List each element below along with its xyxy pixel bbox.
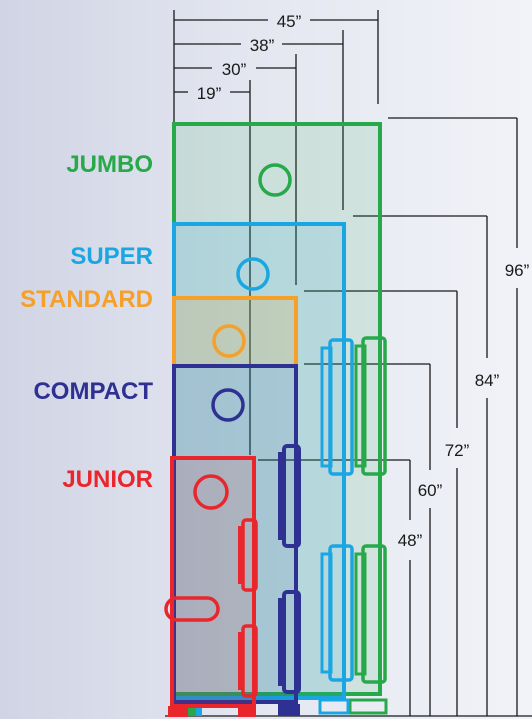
junior-side-handle <box>164 596 220 622</box>
junior-skid-right <box>238 706 256 717</box>
width-30-label: 30” <box>222 60 247 79</box>
jumbo-port-icon <box>258 163 292 197</box>
jumbo-label: JUMBO <box>66 151 153 178</box>
junior-unit <box>164 456 258 717</box>
width-45-label: 45” <box>277 12 302 31</box>
height-84-label: 84” <box>475 371 500 390</box>
compact-label: COMPACT <box>33 378 153 405</box>
standard-port-icon <box>212 324 246 358</box>
height-96-label: 96” <box>505 261 530 280</box>
super-port-icon <box>236 257 270 291</box>
jumbo-skid <box>348 698 388 715</box>
compact-skid <box>278 704 300 716</box>
super-skid <box>318 698 350 715</box>
height-60-label: 60” <box>418 481 443 500</box>
height-72-label: 72” <box>445 441 470 460</box>
junior-label: JUNIOR <box>62 466 153 493</box>
width-38-label: 38” <box>250 36 275 55</box>
height-48-label: 48” <box>398 531 423 550</box>
standard-label: STANDARD <box>20 286 153 313</box>
compact-unit <box>172 364 301 716</box>
width-19-label: 19” <box>197 84 222 103</box>
super-label: SUPER <box>70 243 153 270</box>
junior-skid-left <box>168 706 188 717</box>
junior-port-icon <box>193 474 229 510</box>
jumbo-lower-handle <box>361 544 387 684</box>
standard-unit <box>172 296 298 368</box>
jumbo-upper-handle <box>361 336 387 476</box>
compact-port-icon <box>211 388 245 422</box>
